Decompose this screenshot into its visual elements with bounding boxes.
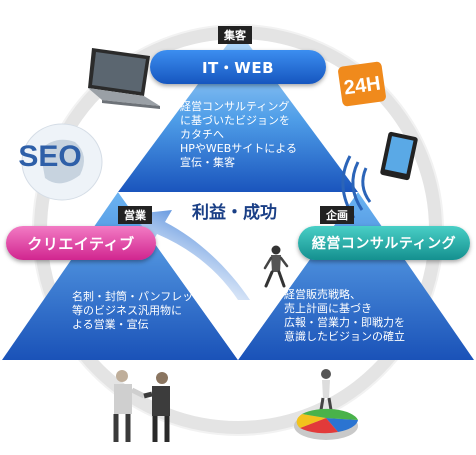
tag-left: 営業 bbox=[118, 206, 152, 224]
walking-man-icon bbox=[263, 245, 289, 288]
text-left: 名刺・封筒・パンフレット 等のビジネス汎用物に よる営業・宣伝 bbox=[72, 290, 205, 331]
seo-globe-icon: SEO bbox=[18, 123, 103, 201]
text-right: 経営販売戦略、 売上計画に基づき 広報・営業力・即戦力を 意識したビジョンの確立 bbox=[284, 288, 405, 343]
text-top: 経営コンサルティング に基づいたビジョンを カタチへ HPやWEBサイトによる … bbox=[180, 100, 297, 169]
tag-top: 集客 bbox=[218, 26, 252, 44]
24h-badge-icon: 24H bbox=[338, 61, 386, 107]
triangle-right bbox=[238, 192, 474, 360]
triangle-left bbox=[2, 192, 238, 360]
24h-text: 24H bbox=[343, 73, 382, 100]
handshake-people-icon bbox=[113, 370, 170, 442]
pie-chart-person-icon bbox=[294, 369, 358, 440]
pill-it-web: IT・WEB bbox=[150, 50, 326, 84]
pill-consulting: 経営コンサルティング bbox=[298, 226, 470, 260]
tablet-wifi-icon bbox=[341, 131, 418, 219]
growth-arrow bbox=[135, 210, 250, 300]
tag-right: 企画 bbox=[320, 206, 354, 224]
seo-text: SEO bbox=[18, 140, 81, 173]
triangle-top bbox=[118, 30, 358, 192]
laptop-icon bbox=[88, 48, 160, 109]
pill-creative: クリエイティブ bbox=[6, 226, 156, 260]
center-label: 利益・成功 bbox=[192, 203, 277, 223]
